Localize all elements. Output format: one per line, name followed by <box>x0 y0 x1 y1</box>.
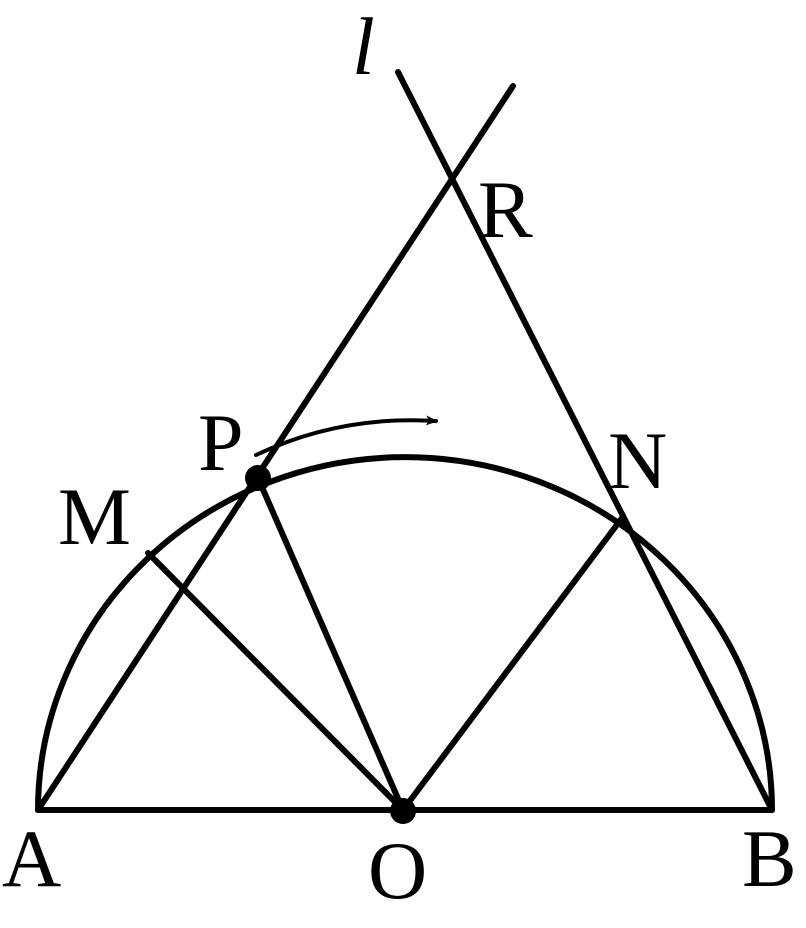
label-line-l: l <box>352 1 375 92</box>
segment-no <box>400 515 625 813</box>
semicircle-arc <box>35 454 775 813</box>
label-p: P <box>198 397 244 488</box>
point-p-dot <box>245 465 271 491</box>
label-o: O <box>368 825 427 916</box>
point-o-dot <box>390 798 416 824</box>
label-a: A <box>2 813 61 904</box>
label-n: N <box>608 415 667 506</box>
label-m: M <box>58 471 131 562</box>
label-b: B <box>742 813 797 904</box>
motion-arrow-icon <box>254 415 438 457</box>
line-l <box>395 69 775 813</box>
label-r: R <box>478 164 533 255</box>
segment-mo <box>145 550 406 813</box>
segment-po <box>255 475 406 813</box>
